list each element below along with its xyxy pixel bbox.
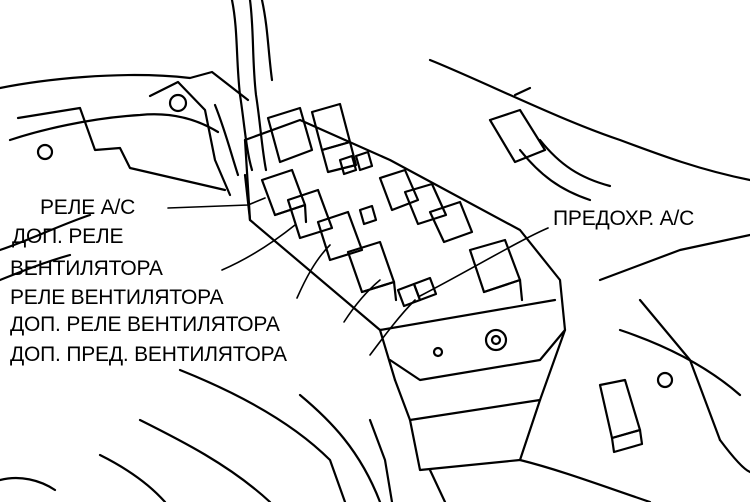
leader-aux-relay: [221, 224, 296, 271]
body-panel-left: [0, 70, 250, 282]
wire-harness-top: [213, 0, 274, 177]
label-aux-fan-fuse: ДОП. ПРЕД. ВЕНТИЛЯТОРА: [10, 343, 287, 366]
label-fan-relay: РЕЛЕ ВЕНТИЛЯТОРА: [10, 286, 224, 309]
label-aux-relay-line1: ДОП. РЕЛЕ: [12, 225, 124, 248]
leader-aux-fan-relay: [343, 279, 381, 323]
leader-fuse-ac: [419, 227, 549, 297]
relays-top: [266, 102, 524, 302]
relay-box-body: [243, 118, 567, 472]
label-aux-relay-line2: ВЕНТИЛЯТОРА: [10, 257, 163, 280]
relays-front: [260, 168, 398, 302]
label-fuse-ac: ПРЕДОХР. А/С: [553, 207, 695, 230]
leader-relay-ac: [167, 197, 266, 209]
leader-fan-relay: [296, 244, 331, 299]
lower-hoses: [0, 368, 652, 502]
fuses: [338, 150, 438, 308]
label-relay-ac: РЕЛЕ А/С: [40, 196, 136, 219]
connector-right: [428, 58, 750, 397]
bolt-post: [598, 298, 750, 474]
leader-aux-fan-fuse: [369, 299, 416, 356]
leader-lines: [167, 197, 549, 356]
label-aux-fan-relay: ДОП. РЕЛЕ ВЕНТИЛЯТОРА: [10, 313, 280, 336]
